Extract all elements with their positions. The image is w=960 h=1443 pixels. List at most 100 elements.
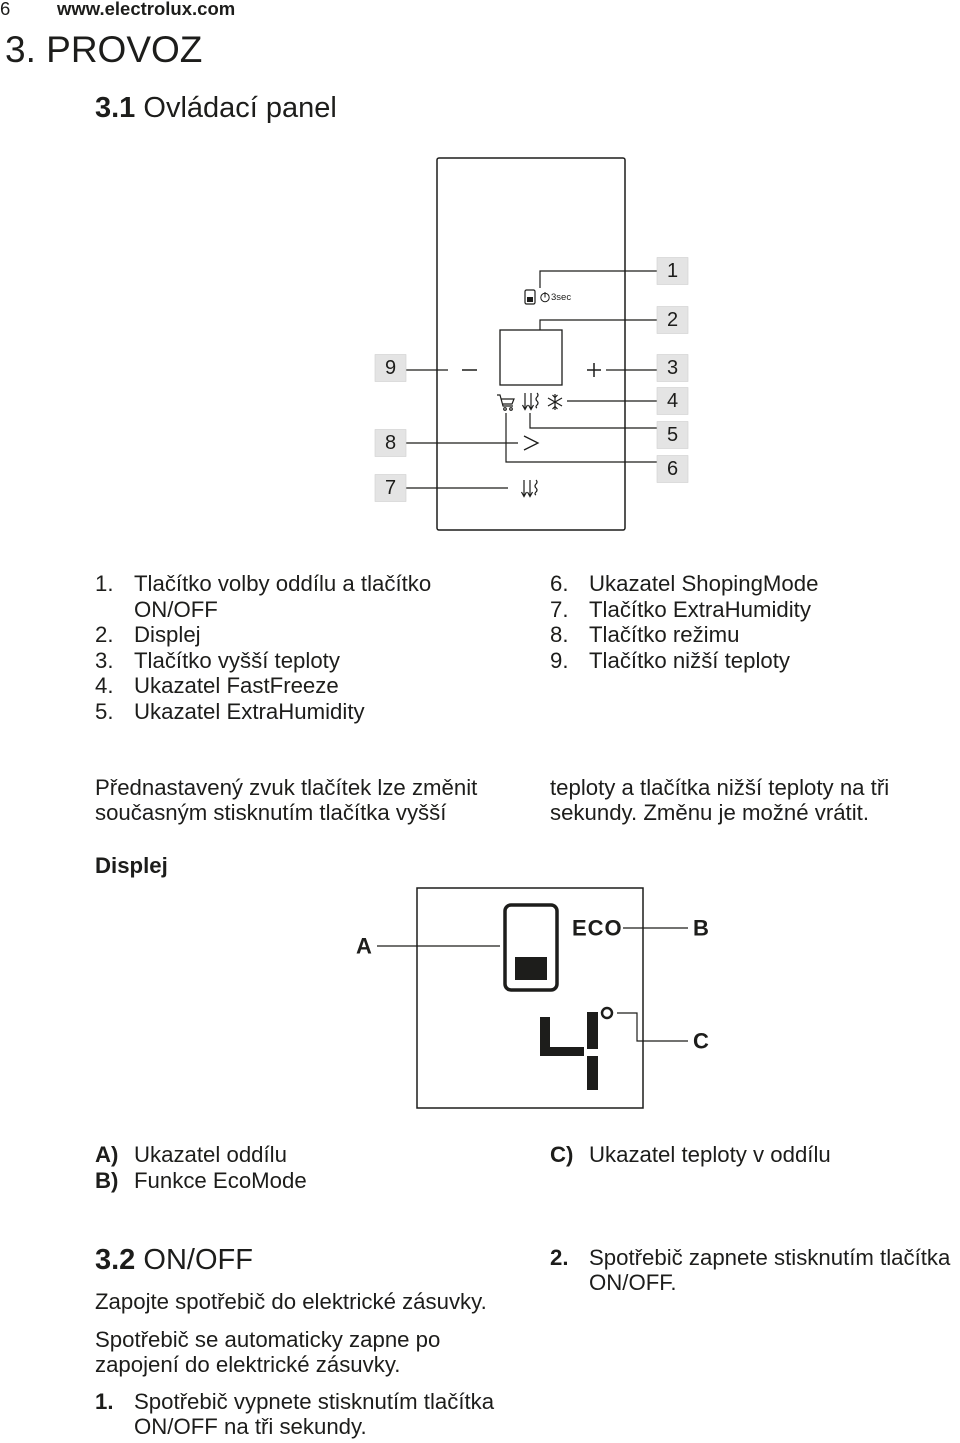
chevron-right-icon xyxy=(523,435,540,451)
step-line: ON/OFF na tři sekundy. xyxy=(134,1414,367,1439)
panel-display xyxy=(499,329,563,386)
step-number: 2. xyxy=(550,1245,569,1270)
callout-6: 6 xyxy=(656,455,689,483)
legend-item-text: Tlačítko nižší teploty xyxy=(589,647,790,673)
legend-item-text: Tlačítko volby oddílu a tlačítko ON/OFF xyxy=(134,571,431,622)
extra-humidity-button-icon xyxy=(520,479,538,498)
step-number: 1. xyxy=(95,1389,114,1414)
auto-on-paragraph: Spotřebič se automaticky zapne po zapoje… xyxy=(95,1327,440,1377)
callout-number: 6 xyxy=(667,458,678,480)
paragraph-line: Spotřebič se automaticky zapne po xyxy=(95,1327,441,1352)
section-number: 3.1 xyxy=(95,92,136,124)
display-heading: Displej xyxy=(95,853,168,878)
legend-item-7: 7. Tlačítko ExtraHumidity xyxy=(550,597,818,623)
hold-duration-label: 3sec xyxy=(551,292,571,303)
step-2: 2. Spotřebič zapnete stisknutím tlačítka… xyxy=(550,1245,950,1295)
callout-number: 9 xyxy=(385,357,396,379)
display-legend-item-a: A) Ukazatel oddílu xyxy=(95,1142,307,1168)
note-line: sekundy. Změnu je možné vrátit. xyxy=(550,800,869,825)
legend-item-text: Funkce EcoMode xyxy=(134,1168,307,1193)
section-heading-3-1: 3.1 Ovládací panel xyxy=(95,91,337,125)
control-panel-outline xyxy=(436,157,626,531)
legend-item-9: 9. Tlačítko nižší teploty xyxy=(550,648,818,674)
compartment-icon xyxy=(524,289,536,305)
legend-item-number: 4. xyxy=(95,673,114,699)
step-1: 1. Spotřebič vypnete stisknutím tlačítka… xyxy=(95,1389,494,1439)
step-text: Spotřebič zapnete stisknutím tlačítka ON… xyxy=(589,1245,950,1295)
legend-item-number: 8. xyxy=(550,622,569,648)
callout-lines xyxy=(406,270,657,489)
step-line: Spotřebič vypnete stisknutím tlačítka xyxy=(134,1389,495,1414)
page-number: 6 xyxy=(0,0,11,19)
legend-item-number: 7. xyxy=(550,596,569,622)
callout-4: 4 xyxy=(656,387,689,415)
segment-b xyxy=(587,1012,598,1049)
callout-line-2 xyxy=(539,319,657,330)
legend-item-number: 2. xyxy=(95,622,114,648)
callout-label-c: C xyxy=(693,1029,709,1054)
callout-number: 2 xyxy=(667,309,678,331)
callout-label-a: A xyxy=(356,934,372,959)
callout-number: 4 xyxy=(667,390,678,412)
callout-7: 7 xyxy=(374,474,407,502)
callout-5: 5 xyxy=(656,421,689,449)
note-line: současným stisknutím tlačítka vyšší xyxy=(95,800,447,825)
legend-key: A) xyxy=(95,1142,119,1167)
compartment-level-icon xyxy=(503,903,559,992)
legend-item-number: 9. xyxy=(550,647,569,673)
legend-line: Tlačítko volby oddílu a tlačítko xyxy=(134,571,432,596)
legend-item-text: Tlačítko režimu xyxy=(589,622,740,648)
display-diagram: ECO A B C xyxy=(356,887,709,1109)
note-line: Přednastavený zvuk tlačítek lze změnit xyxy=(95,775,478,800)
legend-item-number: 6. xyxy=(550,571,569,596)
segment-g xyxy=(540,1047,584,1056)
section-title: ON/OFF xyxy=(143,1244,253,1276)
callout-number: 7 xyxy=(385,477,396,499)
callout-number: 5 xyxy=(667,424,678,446)
eco-indicator: ECO xyxy=(572,916,623,941)
legend-item-6: 6. Ukazatel ShopingMode xyxy=(550,571,818,597)
shopping-cart-icon xyxy=(497,394,515,411)
plus-icon xyxy=(587,363,601,377)
legend-item-number: 3. xyxy=(95,647,114,673)
callout-number: 3 xyxy=(667,357,678,379)
section-number: 3.2 xyxy=(95,1244,136,1276)
legend-item-1: 1. Tlačítko volby oddílu a tlačítko ON/O… xyxy=(95,571,431,622)
legend-item-text: Tlačítko vyšší teploty xyxy=(134,647,340,673)
callout-label-b: B xyxy=(693,916,709,941)
callout-3: 3 xyxy=(656,354,689,382)
power-icon xyxy=(540,292,550,303)
snowflake-icon xyxy=(547,394,563,410)
legend-item-text: Ukazatel ShopingMode xyxy=(589,571,819,596)
legend-item-text: Ukazatel FastFreeze xyxy=(134,673,339,699)
display-callout-lines xyxy=(377,927,688,1042)
callout-2: 2 xyxy=(656,306,689,334)
legend-item-number: 5. xyxy=(95,698,114,724)
display-legend-item-b: B) Funkce EcoMode xyxy=(95,1168,307,1194)
legend-key: B) xyxy=(95,1168,119,1193)
callout-1: 1 xyxy=(656,257,689,285)
legend-key: C) xyxy=(550,1142,574,1167)
paragraph-line: zapojení do elektrické zásuvky. xyxy=(95,1352,401,1377)
section-intro: Zapojte spotřebič do elektrické zásuvky. xyxy=(95,1289,487,1314)
step-text: Spotřebič vypnete stisknutím tlačítka ON… xyxy=(134,1389,494,1439)
callout-8: 8 xyxy=(374,429,407,457)
legend-item-text: Displej xyxy=(134,622,201,648)
callout-line-6 xyxy=(505,413,657,463)
legend-item-8: 8. Tlačítko režimu xyxy=(550,622,818,648)
display-outline xyxy=(416,887,644,1109)
display-legend-item-c: C) Ukazatel teploty v oddílu xyxy=(550,1142,831,1168)
legend-item-text: Tlačítko ExtraHumidity xyxy=(589,596,811,622)
page-header: 6 www.electrolux.com xyxy=(0,0,300,18)
callout-line-c xyxy=(617,1012,688,1042)
legend-item-text: Ukazatel teploty v oddílu xyxy=(589,1142,831,1167)
chapter-title: 3. PROVOZ xyxy=(5,29,203,70)
note-line: teploty a tlačítka nižší teploty na tři xyxy=(550,775,890,800)
degree-icon xyxy=(600,1006,614,1020)
legend-line: ON/OFF xyxy=(134,596,218,622)
legend-item-3: 3. Tlačítko vyšší teploty xyxy=(95,648,431,674)
panel-legend-left: 1. Tlačítko volby oddílu a tlačítko ON/O… xyxy=(95,571,431,725)
callout-line-5 xyxy=(529,413,657,429)
legend-item-number: 1. xyxy=(95,571,114,596)
